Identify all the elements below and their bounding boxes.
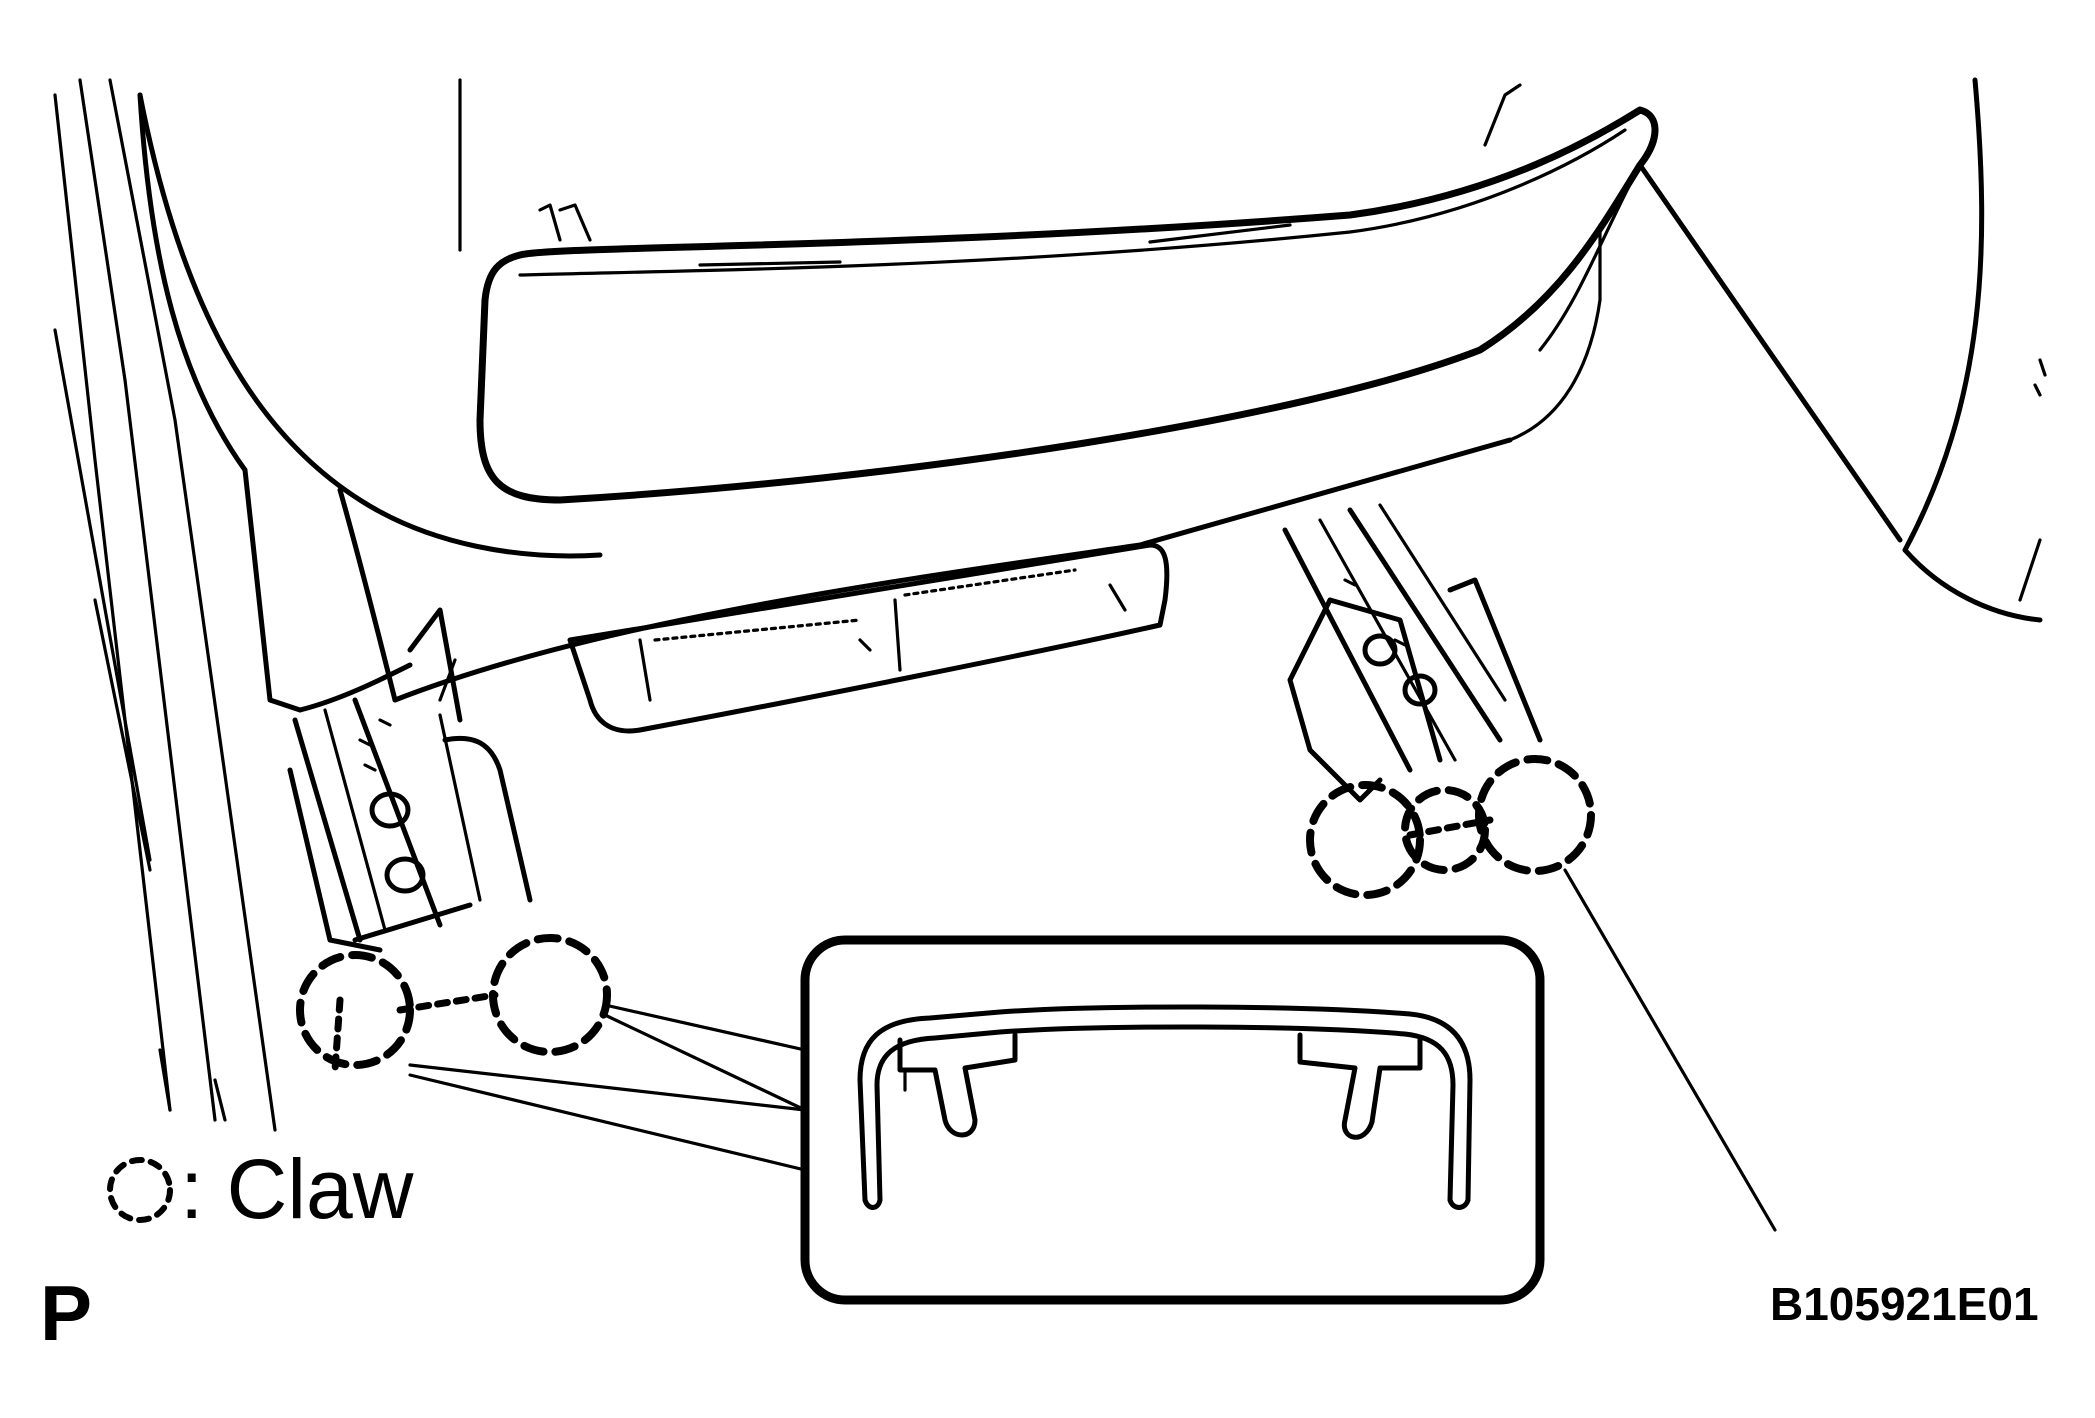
legend-label: : Claw xyxy=(180,1142,414,1236)
claw-marker xyxy=(1475,755,1595,875)
legend: : Claw xyxy=(107,1142,414,1236)
right-seat-rail xyxy=(1282,503,1543,803)
claw-marker xyxy=(489,934,611,1056)
claw-clip-profile xyxy=(857,1004,1473,1203)
detail-leader-lines xyxy=(408,1003,807,1172)
spring-pad xyxy=(567,542,1170,734)
seat-back-right xyxy=(1637,77,2047,623)
claw-marker xyxy=(1306,781,1424,899)
door-frame-lines xyxy=(53,78,277,1132)
claw-markers-left xyxy=(296,934,611,1074)
seat-cushion-trim xyxy=(476,83,1659,504)
seat-side-panel xyxy=(137,78,603,713)
claw-marker xyxy=(296,951,414,1069)
claw-markers-right xyxy=(1306,755,1595,899)
seat-lower-frame xyxy=(392,437,1513,723)
claw-detail-box xyxy=(800,935,1545,1305)
dashed-circle-icon xyxy=(107,1157,173,1223)
figure-code-leader xyxy=(1563,868,1777,1232)
left-seat-rail xyxy=(287,697,533,953)
claw-marker xyxy=(1401,786,1489,874)
figure-code: B105921E01 xyxy=(1770,1278,2039,1330)
view-marker: P xyxy=(40,1269,92,1357)
